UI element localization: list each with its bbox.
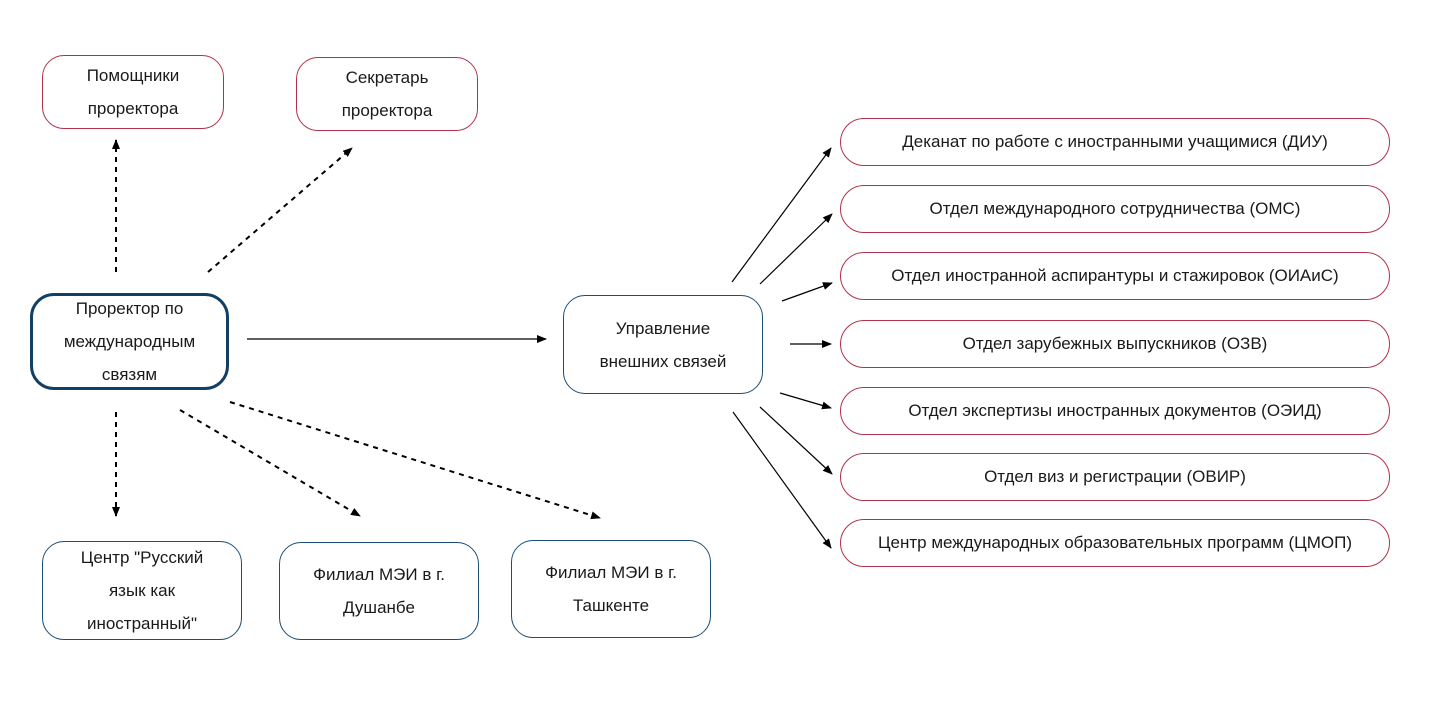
external-relations-label: Управление внешних связей — [599, 318, 727, 371]
arrow-to-dept-3 — [781, 282, 833, 302]
arrow-to-dept-6 — [759, 406, 833, 475]
department-oeid: Отдел экспертизы иностранных документов … — [840, 387, 1390, 435]
branch-tashkent-box: Филиал МЭИ в г. Ташкенте — [511, 540, 711, 638]
russian-center-box: Центр "Русский язык как иностранный" — [42, 541, 242, 640]
branch-dushanbe-label: Филиал МЭИ в г. Душанбе — [313, 565, 445, 617]
arrow-to-secretary — [207, 147, 353, 273]
assistants-box: Помощники проректора — [42, 55, 224, 129]
department-tsmop: Центр международных образовательных прог… — [840, 519, 1390, 567]
arrow-to-tashkent — [229, 401, 601, 520]
vice-rector-box: Проректор по международным связям — [30, 293, 229, 390]
department-oms: Отдел международного сотрудничества (ОМС… — [840, 185, 1390, 233]
arrow-to-dept-2 — [759, 213, 833, 285]
branch-tashkent-label: Филиал МЭИ в г. Ташкенте — [545, 563, 677, 615]
arrow-to-dept-1 — [731, 147, 832, 283]
secretary-label: Секретарь проректора — [341, 68, 433, 120]
department-label: Отдел зарубежных выпускников (ОЗВ) — [962, 334, 1268, 353]
arrow-to-dept-5 — [779, 392, 832, 410]
branch-dushanbe-box: Филиал МЭИ в г. Душанбе — [279, 542, 479, 640]
department-diu: Деканат по работе с иностранными учащими… — [840, 118, 1390, 166]
vice-rector-label: Проректор по международным связям — [63, 299, 196, 384]
external-relations-box: Управление внешних связей — [563, 295, 763, 394]
department-ozv: Отдел зарубежных выпускников (ОЗВ) — [840, 320, 1390, 368]
arrow-to-dept-7 — [732, 411, 832, 549]
department-oiais: Отдел иностранной аспирантуры и стажиров… — [840, 252, 1390, 300]
department-label: Деканат по работе с иностранными учащими… — [902, 132, 1328, 151]
department-ovir: Отдел виз и регистрации (ОВИР) — [840, 453, 1390, 501]
department-label: Отдел виз и регистрации (ОВИР) — [984, 467, 1246, 486]
russian-center-label: Центр "Русский язык как иностранный" — [80, 548, 204, 633]
department-label: Центр международных образовательных прог… — [877, 533, 1353, 552]
department-label: Отдел экспертизы иностранных документов … — [908, 401, 1322, 420]
secretary-box: Секретарь проректора — [296, 57, 478, 131]
assistants-label: Помощники проректора — [86, 66, 180, 118]
department-label: Отдел иностранной аспирантуры и стажиров… — [891, 266, 1339, 285]
arrow-to-dushanbe — [179, 409, 361, 517]
department-label: Отдел международного сотрудничества (ОМС… — [929, 199, 1301, 218]
